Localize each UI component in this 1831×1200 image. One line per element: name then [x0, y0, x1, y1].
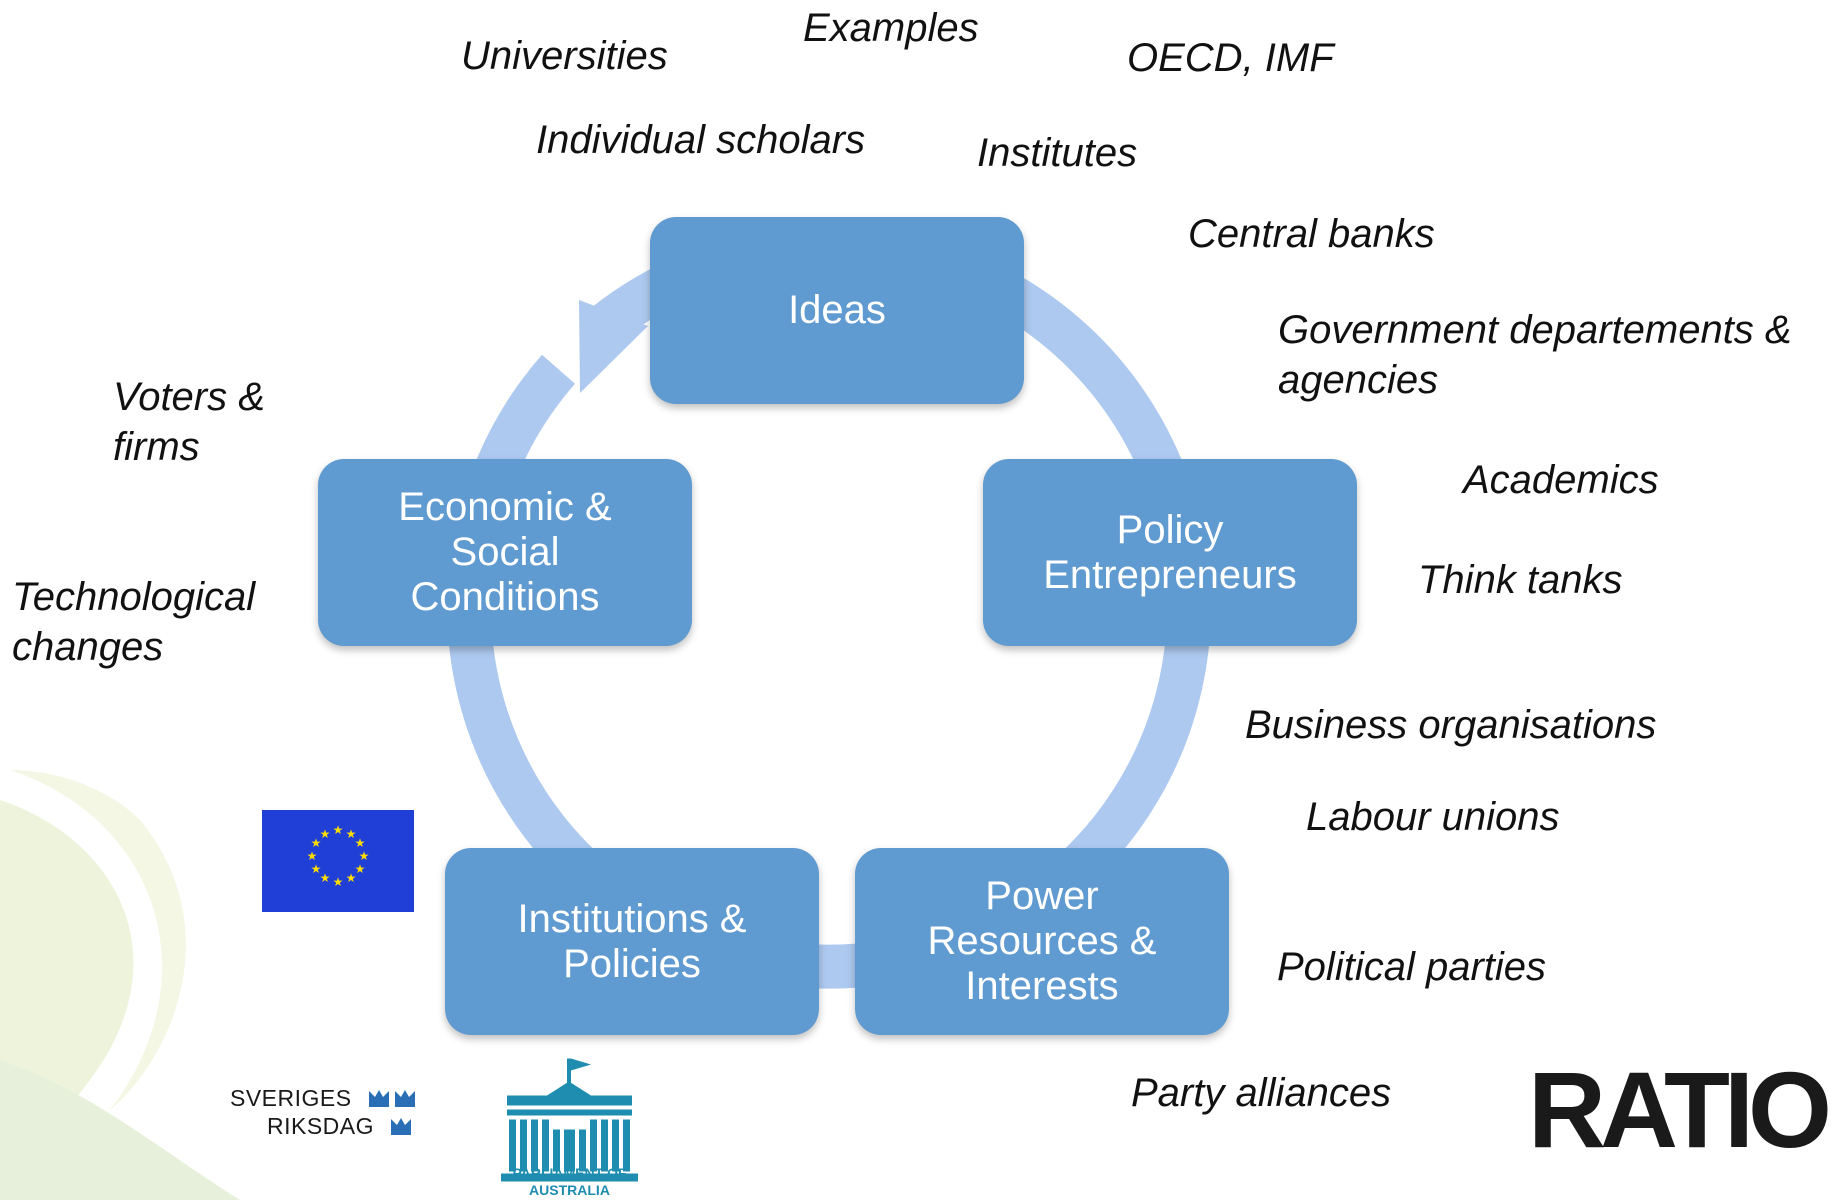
example-technological: Technological changes — [12, 575, 256, 669]
example-government: Government departements & agencies — [1278, 308, 1792, 402]
example-political-parties: Political parties — [1277, 945, 1547, 989]
node-power-resources: Power Resources & Interests — [855, 848, 1229, 1035]
node-economic-social-label: Economic & Social Conditions — [398, 485, 612, 619]
svg-text:★: ★ — [346, 871, 357, 885]
parliament-house-icon — [487, 1053, 652, 1184]
svg-text:★: ★ — [359, 849, 370, 863]
crowns-icon — [369, 1090, 415, 1135]
riksdag-text-line2: RIKSDAG — [267, 1113, 375, 1139]
svg-text:★: ★ — [311, 862, 322, 876]
example-academics: Academics — [1463, 458, 1659, 502]
node-institutions-label: Institutions & Policies — [517, 896, 747, 986]
node-ideas: Ideas — [650, 217, 1024, 404]
example-individual-scholars: Individual scholars — [536, 118, 866, 162]
node-economic-social: Economic & Social Conditions — [318, 459, 692, 646]
eu-flag-icon: ★ ★ ★ ★ ★ ★ ★ ★ ★ ★ ★ ★ — [262, 810, 414, 912]
svg-text:★: ★ — [355, 836, 366, 850]
svg-text:★: ★ — [320, 827, 331, 841]
background-swirl-decoration — [0, 770, 240, 1200]
node-policy-entrepreneurs: Policy Entrepreneurs — [983, 459, 1357, 646]
svg-text:★: ★ — [333, 875, 344, 889]
svg-text:★: ★ — [307, 849, 318, 863]
riksdag-logo: SVERIGES RIKSDAG — [230, 1085, 440, 1145]
node-ideas-label: Ideas — [788, 288, 886, 332]
example-party-alliances: Party alliances — [1131, 1071, 1392, 1115]
svg-text:★: ★ — [333, 823, 344, 837]
example-business: Business organisations — [1245, 703, 1657, 747]
svg-text:★: ★ — [320, 871, 331, 885]
svg-text:★: ★ — [311, 836, 322, 850]
example-voters-firms: Voters & firms — [113, 375, 265, 469]
example-central-banks: Central banks — [1188, 212, 1435, 256]
cycle-arrowhead — [579, 300, 648, 393]
example-institutes: Institutes — [977, 131, 1138, 175]
ratio-logo: RATIO — [1528, 1049, 1831, 1170]
example-universities: Universities — [461, 34, 668, 78]
node-power-resources-label: Power Resources & Interests — [927, 874, 1157, 1008]
svg-text:★: ★ — [355, 862, 366, 876]
riksdag-text-line1: SVERIGES — [230, 1085, 352, 1111]
example-think-tanks: Think tanks — [1418, 558, 1623, 602]
parliament-logo-text: PARLIAMENT OF AUSTRALIA — [512, 1165, 627, 1198]
svg-text:★: ★ — [346, 827, 357, 841]
examples-heading: Examples — [803, 6, 979, 50]
example-oecd-imf: OECD, IMF — [1127, 36, 1334, 80]
node-institutions: Institutions & Policies — [445, 848, 819, 1035]
node-policy-entrepreneurs-label: Policy Entrepreneurs — [1043, 507, 1297, 597]
example-labour: Labour unions — [1306, 795, 1560, 839]
